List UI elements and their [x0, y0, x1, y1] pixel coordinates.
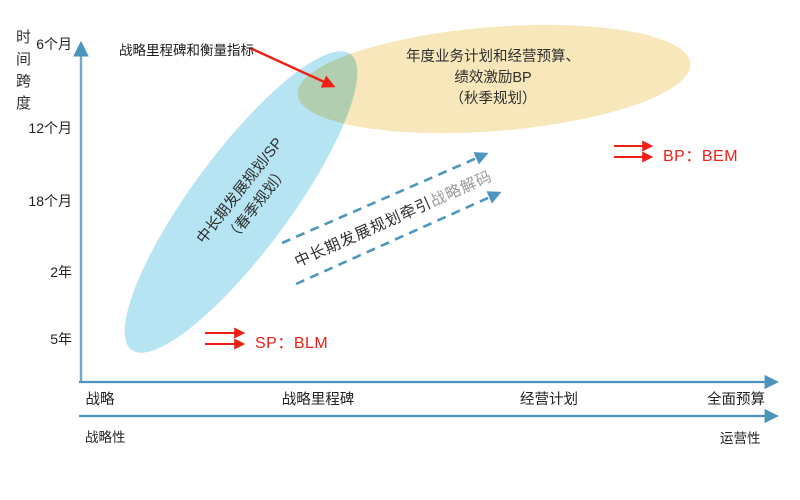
annual-plan-text: 年度业务计划和经营预算、 绩效激励BP （秋季规划）	[406, 47, 580, 110]
y-tick-12m: 12个月	[28, 120, 72, 136]
annual-plan-ellipse	[297, 24, 691, 134]
annual-plan-line2: 绩效激励BP	[454, 70, 532, 86]
sp-blm-label: SP：BLM	[255, 335, 329, 352]
decode-dashed-arrow-lower	[295, 191, 502, 286]
y-tick-5y: 5年	[50, 331, 72, 347]
annual-plan-line3: （秋季规划）	[449, 91, 537, 107]
y-axis-title: 时间跨度	[14, 29, 31, 117]
bp-bem-label: BP：BEM	[663, 148, 739, 165]
ellipse-layer	[124, 24, 691, 353]
bottom-left-label: 战略性	[85, 430, 126, 445]
midterm-plan-ellipse	[124, 51, 358, 353]
annual-plan-line1: 年度业务计划和经营预算、	[406, 49, 580, 65]
y-tick-18m: 18个月	[28, 193, 72, 209]
x-label-milestone: 战略里程碑	[281, 392, 355, 408]
y-tick-2y: 2年	[50, 264, 72, 280]
decode-dashed-arrow-upper	[281, 152, 489, 245]
x-label-opplan: 经营计划	[520, 392, 578, 408]
x-label-strategy: 战略	[85, 392, 115, 408]
milestone-callout-label: 战略里程碑和衡量指标	[119, 43, 254, 58]
y-tick-6m: 6个月	[36, 36, 72, 52]
milestone-pointer-arrow	[249, 46, 336, 88]
bottom-right-label: 运营性	[720, 431, 761, 446]
x-label-budget: 全面预算	[707, 392, 765, 408]
